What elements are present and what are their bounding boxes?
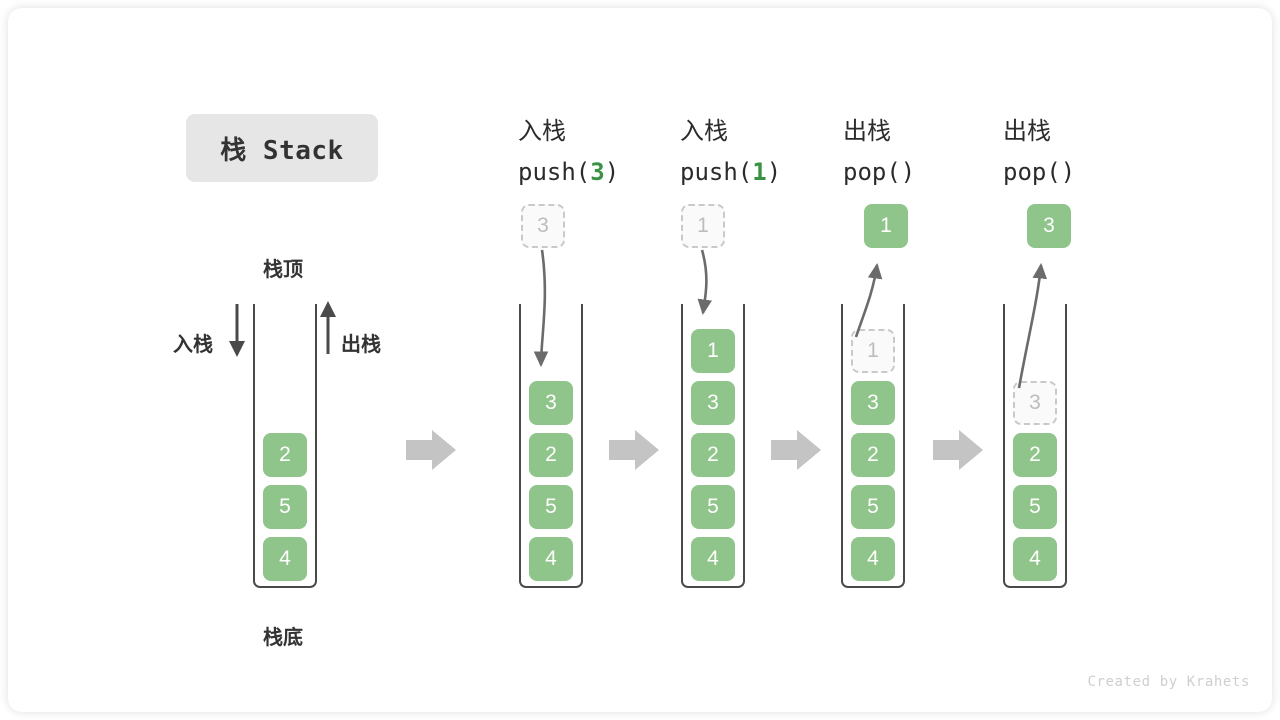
column-header-pop-3: 出栈 pop() bbox=[1003, 111, 1203, 193]
stack-walls bbox=[1003, 304, 1067, 588]
header-code: pop() bbox=[843, 152, 1043, 193]
stack-cell: 2 bbox=[529, 433, 573, 477]
stack-cell: 5 bbox=[263, 485, 307, 529]
code-prefix: pop( bbox=[843, 158, 901, 186]
stack-cell: 4 bbox=[529, 537, 573, 581]
stack-top-label: 栈顶 bbox=[263, 259, 303, 281]
diagram-card: 栈 Stack 栈顶 入栈 出栈 栈底 2 5 4 入栈 push(3) 3 3… bbox=[8, 8, 1272, 712]
code-prefix: pop( bbox=[1003, 158, 1061, 186]
header-cn: 入栈 bbox=[680, 118, 728, 145]
popped-element-result: 3 bbox=[1027, 204, 1071, 248]
stack-cell: 1 bbox=[691, 329, 735, 373]
diagram-title: 栈 Stack bbox=[186, 114, 378, 182]
stack-cell: 4 bbox=[1013, 537, 1057, 581]
pending-push-element: 1 bbox=[681, 204, 725, 248]
flow-arrow bbox=[609, 430, 659, 470]
stack-cell: 3 bbox=[691, 381, 735, 425]
stack-cell: 4 bbox=[691, 537, 735, 581]
stack-cell: 2 bbox=[1013, 433, 1057, 477]
push-side-label: 入栈 bbox=[173, 334, 213, 356]
stack-walls bbox=[681, 304, 745, 588]
header-code: pop() bbox=[1003, 152, 1203, 193]
code-arg: 3 bbox=[590, 158, 605, 186]
column-header-push-1: 入栈 push(1) bbox=[680, 111, 880, 193]
popped-ghost-cell: 3 bbox=[1013, 381, 1057, 425]
header-code: push(3) bbox=[518, 152, 718, 193]
pop-side-label: 出栈 bbox=[341, 334, 381, 356]
stack-cell: 4 bbox=[851, 537, 895, 581]
stack-cell: 5 bbox=[529, 485, 573, 529]
stack-walls bbox=[841, 304, 905, 588]
flow-arrow bbox=[406, 430, 456, 470]
flow-arrow bbox=[771, 430, 821, 470]
code-suffix: ) bbox=[604, 158, 620, 186]
popped-ghost-cell: 1 bbox=[851, 329, 895, 373]
header-cn: 出栈 bbox=[843, 118, 891, 145]
code-suffix: ) bbox=[900, 158, 916, 186]
header-code: push(1) bbox=[680, 152, 880, 193]
stack-cell: 3 bbox=[529, 381, 573, 425]
stack-cell: 5 bbox=[851, 485, 895, 529]
popped-element-result: 1 bbox=[864, 204, 908, 248]
code-suffix: ) bbox=[1060, 158, 1076, 186]
code-prefix: push( bbox=[518, 158, 591, 186]
stack-cell: 5 bbox=[691, 485, 735, 529]
stack-bottom-label: 栈底 bbox=[263, 627, 303, 649]
code-suffix: ) bbox=[766, 158, 782, 186]
stack-walls bbox=[519, 304, 583, 588]
stack-cell: 2 bbox=[263, 433, 307, 477]
column-header-pop-1: 出栈 pop() bbox=[843, 111, 1043, 193]
header-cn: 入栈 bbox=[518, 118, 566, 145]
stack-cell: 2 bbox=[851, 433, 895, 477]
flow-arrow bbox=[933, 430, 983, 470]
watermark: Created by Krahets bbox=[1087, 674, 1250, 690]
pending-push-element: 3 bbox=[521, 204, 565, 248]
stack-cell: 5 bbox=[1013, 485, 1057, 529]
code-prefix: push( bbox=[680, 158, 753, 186]
column-header-push-3: 入栈 push(3) bbox=[518, 111, 718, 193]
header-cn: 出栈 bbox=[1003, 118, 1051, 145]
stack-cell: 2 bbox=[691, 433, 735, 477]
stack-walls bbox=[253, 304, 317, 588]
code-arg: 1 bbox=[752, 158, 767, 186]
stack-cell: 4 bbox=[263, 537, 307, 581]
stack-cell: 3 bbox=[851, 381, 895, 425]
